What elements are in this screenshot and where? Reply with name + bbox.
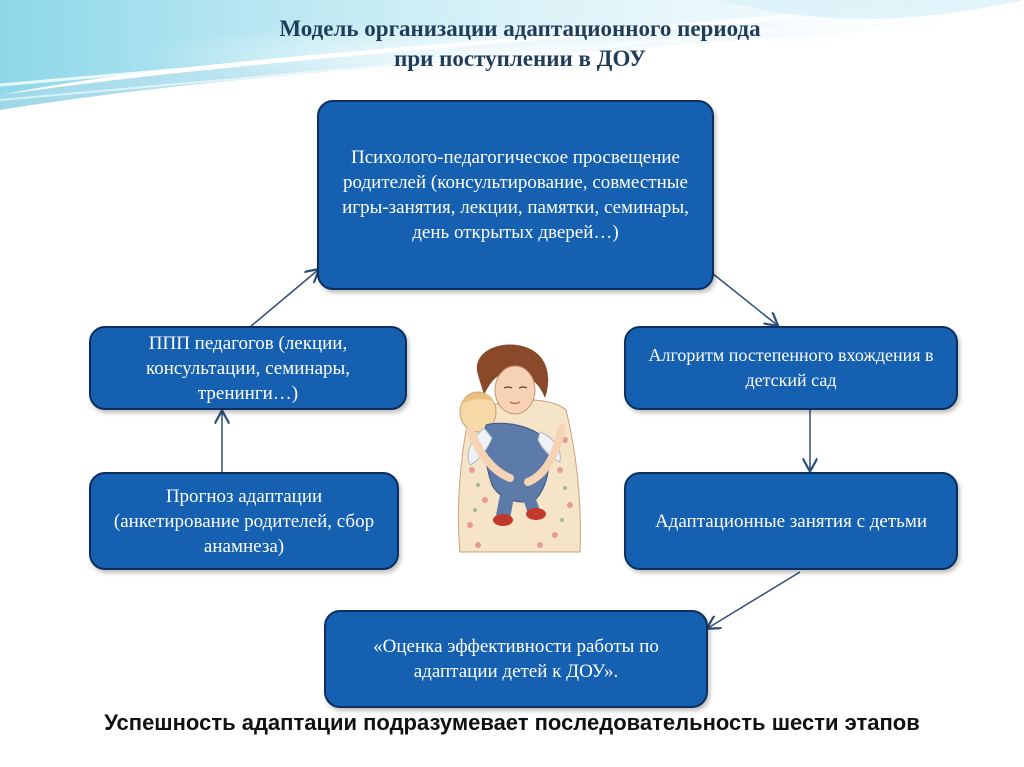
stage-box-adaptation-forecast: Прогноз адаптации (анкетирование родител… <box>89 472 399 570</box>
stage-box-parent-education-text: Психолого-педагогическое просвещение род… <box>342 147 689 243</box>
arrow-left-upper-to-top <box>249 270 318 328</box>
arrow-right-lower-to-bottom <box>708 571 801 628</box>
arrow-top-to-right-upper <box>711 272 777 325</box>
stage-box-gradual-entry-algorithm-text: Алгоритм постепенного вхождения в детски… <box>648 345 934 390</box>
stage-box-teacher-training: ППП педагогов (лекции, консультации, сем… <box>89 326 407 410</box>
stage-box-teacher-training-text: ППП педагогов (лекции, консультации, сем… <box>145 332 351 404</box>
stage-box-adaptation-forecast-text: Прогноз адаптации (анкетирование родител… <box>113 485 375 557</box>
connector-arrows <box>222 270 810 628</box>
stage-box-effectiveness-evaluation-text: «Оценка эффективности работы по адаптаци… <box>373 636 659 682</box>
page-title-line-2: при поступлении в ДОУ <box>394 46 646 71</box>
stage-box-parent-education: Психолого-педагогическое просвещение род… <box>317 100 714 290</box>
mother-child-illustration <box>449 344 585 557</box>
stage-box-effectiveness-evaluation: «Оценка эффективности работы по адаптаци… <box>324 610 708 708</box>
stage-box-adaptation-classes-text: Адаптационные занятия с детьми <box>654 510 928 532</box>
stage-box-gradual-entry-algorithm: Алгоритм постепенного вхождения в детски… <box>624 326 958 410</box>
stage-box-adaptation-classes: Адаптационные занятия с детьми <box>624 472 958 570</box>
header-swoosh-decoration <box>0 0 1024 110</box>
footer-caption: Успешность адаптации подразумевает после… <box>104 710 920 735</box>
page-title-line-1: Модель организации адаптационного период… <box>279 16 761 41</box>
